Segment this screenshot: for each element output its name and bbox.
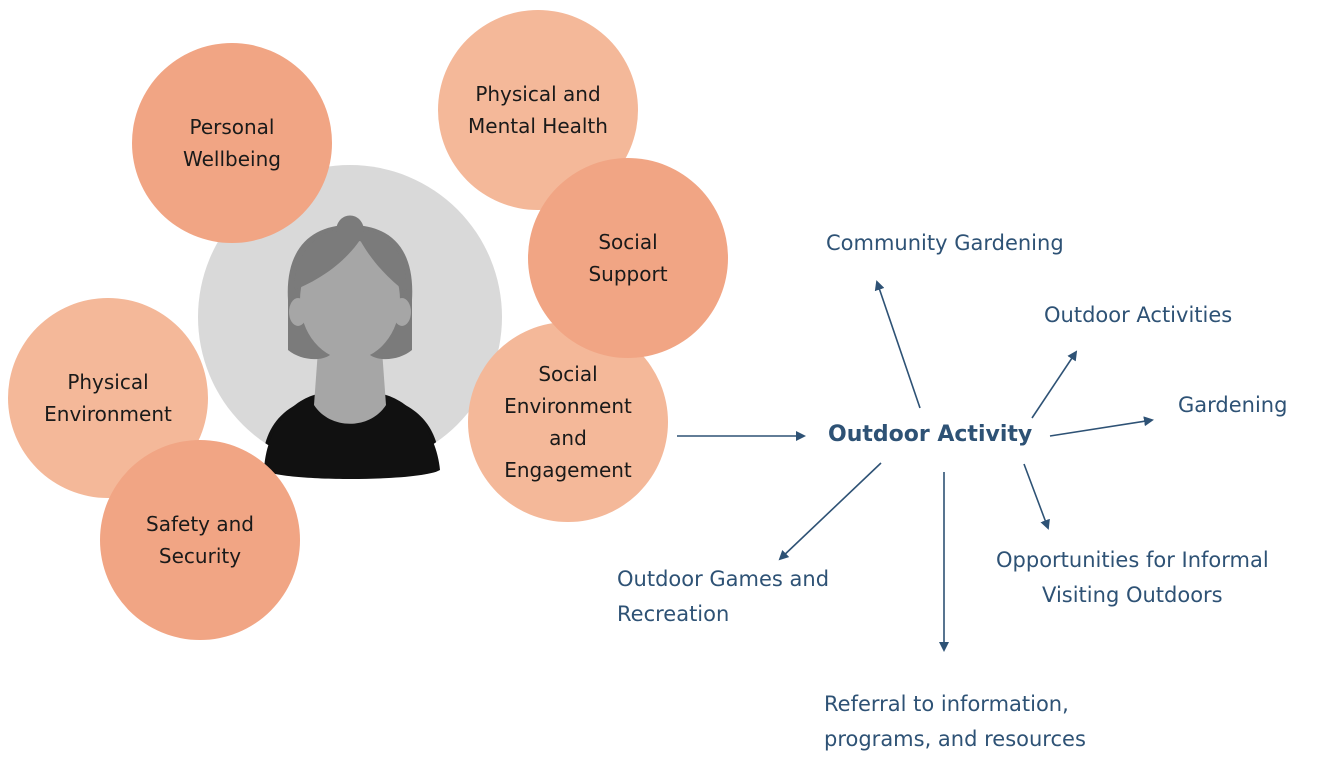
label-referral: Referral to information, programs, and r…: [824, 692, 1086, 751]
avatar-ear-right: [393, 298, 411, 326]
arrow-outdoor-activities: [1031, 350, 1078, 419]
avatar-hair-bangs: [294, 228, 407, 292]
avatar-neck: [314, 350, 386, 424]
label-gardening: Gardening: [1178, 393, 1288, 417]
arrow-gardening: [1049, 416, 1154, 437]
label-games-recreation: Outdoor Games and Recreation: [617, 567, 830, 626]
arrow-games-recreation: [778, 462, 882, 561]
circle-label: Social Environment and Engagement: [504, 362, 632, 482]
circle-label: Personal Wellbeing: [183, 115, 281, 171]
circle-label: Safety and Security: [146, 512, 254, 568]
label-informal-visiting: Opportunities for Informal Visiting Outd…: [996, 548, 1269, 607]
avatar-hair-bun: [336, 215, 364, 232]
label-community-gardening: Community Gardening: [826, 231, 1064, 255]
circle-label: Social Support: [588, 230, 668, 286]
circle-label: Physical Environment: [44, 370, 172, 426]
avatar-shirt-lower: [264, 394, 440, 479]
circle-personal-wellbeing: Personal Wellbeing: [132, 43, 332, 243]
label-outdoor-activities: Outdoor Activities: [1044, 303, 1233, 327]
circle-label: Physical and Mental Health: [468, 82, 608, 138]
avatar-ear-left: [289, 298, 307, 326]
circle-safety-security: Safety and Security: [100, 440, 300, 640]
arrow-community-gardening: [874, 280, 921, 409]
arrow-informal-visiting: [1023, 463, 1050, 530]
hub-label: Outdoor Activity: [828, 422, 1033, 447]
circle-social-support: Social Support: [528, 158, 728, 358]
